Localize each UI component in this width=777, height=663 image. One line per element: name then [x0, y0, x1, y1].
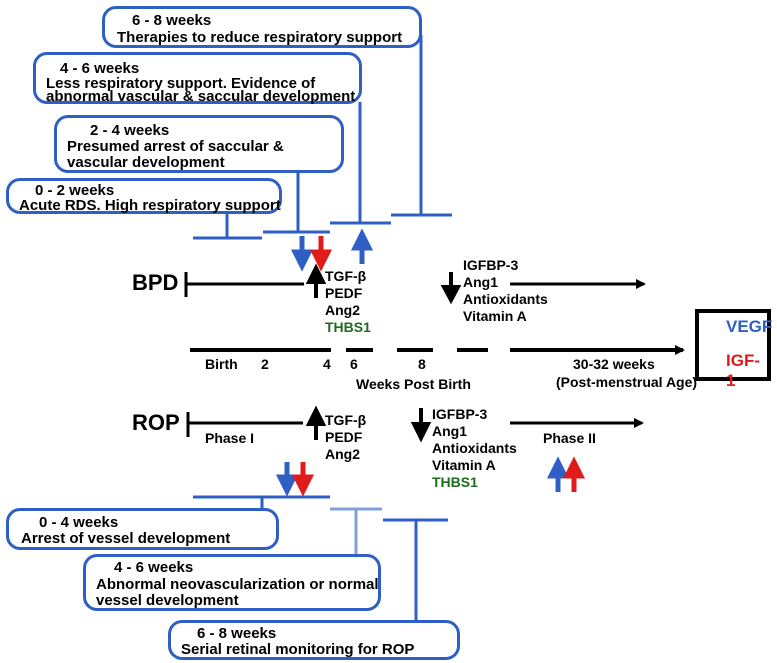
bottom-box-6-8-weeks: 6 - 8 weeks Serial retinal monitoring fo…	[168, 620, 460, 660]
factor: PEDF	[325, 429, 363, 445]
bottom-box-desc-line2: vessel development	[96, 592, 239, 609]
bpd-label: BPD	[132, 270, 179, 295]
tick-2: 2	[261, 356, 269, 372]
legend-box: VEGF IGF-1	[695, 309, 773, 390]
bottom-box-desc: Serial retinal monitoring for ROP	[181, 641, 415, 658]
rop-phase-1: Phase I	[205, 430, 255, 446]
rop-line	[186, 412, 644, 437]
factor: IGFBP-3	[463, 257, 519, 273]
factor: TGF-β	[325, 268, 367, 284]
factor: Ang2	[325, 446, 360, 462]
bottom-box-range: 6 - 8 weeks	[197, 625, 277, 642]
top-box-range: 0 - 2 weeks	[35, 182, 115, 199]
bottom-connectors	[193, 495, 448, 622]
rop-arrows	[275, 405, 586, 497]
bpd-arrows	[290, 228, 462, 305]
rop-downregulated-factors: IGFBP-3 Ang1 Antioxidants Vitamin A THBS…	[432, 406, 517, 491]
bottom-box-desc-line1: Abnormal neovascularization or normal	[96, 576, 379, 593]
tick-birth: Birth	[205, 356, 238, 372]
factor: Antioxidants	[432, 440, 517, 456]
top-box-2-4-weeks: 2 - 4 weeks Presumed arrest of saccular …	[54, 115, 344, 173]
top-box-4-6-weeks: 4 - 6 weeks Less respiratory support. Ev…	[33, 52, 362, 104]
top-box-range: 4 - 6 weeks	[60, 60, 140, 77]
top-box-desc-line2: vascular development	[67, 154, 225, 171]
tick-6: 6	[350, 356, 358, 372]
legend-vegf: VEGF	[726, 317, 773, 336]
top-box-6-8-weeks: 6 - 8 weeks Therapies to reduce respirat…	[102, 6, 422, 48]
factor: Antioxidants	[463, 291, 548, 307]
top-box-range: 2 - 4 weeks	[90, 122, 170, 139]
top-box-desc-line1: Presumed arrest of saccular &	[67, 138, 284, 155]
top-box-desc: Therapies to reduce respiratory support	[117, 29, 403, 46]
top-box-0-2-weeks: 0 - 2 weeks Acute RDS. High respiratory …	[6, 178, 282, 214]
factor-thbs1: THBS1	[325, 319, 371, 335]
rop-upregulated-factors: TGF-β PEDF Ang2	[325, 412, 366, 463]
factor: IGFBP-3	[432, 406, 488, 422]
top-box-desc-line1: Less respiratory support. Evidence of	[46, 75, 316, 92]
bottom-box-range: 4 - 6 weeks	[114, 559, 194, 576]
factor: Vitamin A	[432, 457, 496, 473]
top-box-desc: Acute RDS. High respiratory support	[19, 197, 281, 214]
tick-4: 4	[323, 356, 331, 372]
timeline-end-label: 30-32 weeks	[573, 356, 655, 372]
tick-8: 8	[418, 356, 426, 372]
bottom-box-range: 0 - 4 weeks	[39, 514, 119, 531]
bottom-box-desc: Arrest of vessel development	[21, 530, 231, 547]
top-connectors	[193, 35, 452, 240]
bottom-box-4-6-weeks: 4 - 6 weeks Abnormal neovascularization …	[83, 554, 381, 611]
timeline-end-sublabel: (Post-menstrual Age)	[556, 374, 698, 390]
factor: Ang1	[463, 274, 498, 290]
rop-phase-2: Phase II	[543, 430, 596, 446]
factor: Ang2	[325, 302, 360, 318]
bpd-upregulated-factors: TGF-β PEDF Ang2 THBS1	[325, 268, 371, 336]
factor: Vitamin A	[463, 308, 527, 324]
bpd-downregulated-factors: IGFBP-3 Ang1 Antioxidants Vitamin A	[463, 257, 548, 325]
factor: TGF-β	[325, 412, 367, 428]
factor-thbs1: THBS1	[432, 474, 478, 490]
legend-igf1: IGF-1	[726, 351, 760, 390]
top-box-range: 6 - 8 weeks	[132, 12, 212, 29]
bottom-box-0-4-weeks: 0 - 4 weeks Arrest of vessel development	[6, 508, 279, 550]
rop-label: ROP	[132, 410, 180, 435]
bpd-line	[184, 272, 646, 297]
timeline-axis-label: Weeks Post Birth	[356, 376, 471, 392]
factor: Ang1	[432, 423, 467, 439]
factor: PEDF	[325, 285, 363, 301]
top-box-desc-line2: abnormal vascular & saccular development	[46, 88, 356, 105]
bottom-connector-light	[330, 507, 382, 556]
